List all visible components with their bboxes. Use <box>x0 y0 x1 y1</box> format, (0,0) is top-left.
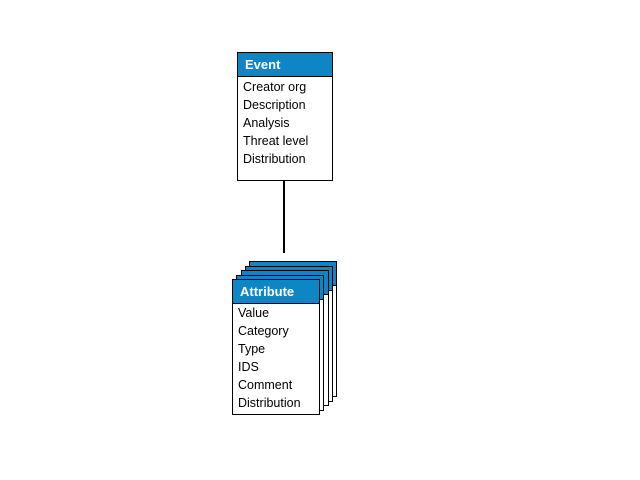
attribute-field: IDS <box>238 360 259 374</box>
entity-attribute-body: Value Category Type IDS Comment Distribu… <box>233 304 319 412</box>
event-field: Threat level <box>243 134 309 148</box>
entity-event-body: Creator org Description Analysis Threat … <box>238 77 332 168</box>
entity-event: Event Creator org Description Analysis T… <box>237 52 333 181</box>
event-field: Creator org <box>243 80 307 94</box>
attribute-field: Comment <box>238 378 293 392</box>
attribute-field: Value <box>238 306 270 320</box>
attribute-field: Distribution <box>238 396 301 410</box>
entity-attribute: Attribute Value Category Type IDS Commen… <box>232 279 320 415</box>
event-field: Distribution <box>243 152 306 166</box>
entity-attribute-header: Attribute <box>233 280 319 304</box>
event-attribute-connector-line <box>283 181 285 253</box>
entity-event-title: Event <box>245 57 281 72</box>
event-field: Description <box>243 98 306 112</box>
event-field: Analysis <box>243 116 290 130</box>
entity-event-header: Event <box>238 53 332 77</box>
entity-attribute-title: Attribute <box>240 284 295 299</box>
attribute-field: Type <box>238 342 266 356</box>
attribute-field: Category <box>238 324 289 338</box>
